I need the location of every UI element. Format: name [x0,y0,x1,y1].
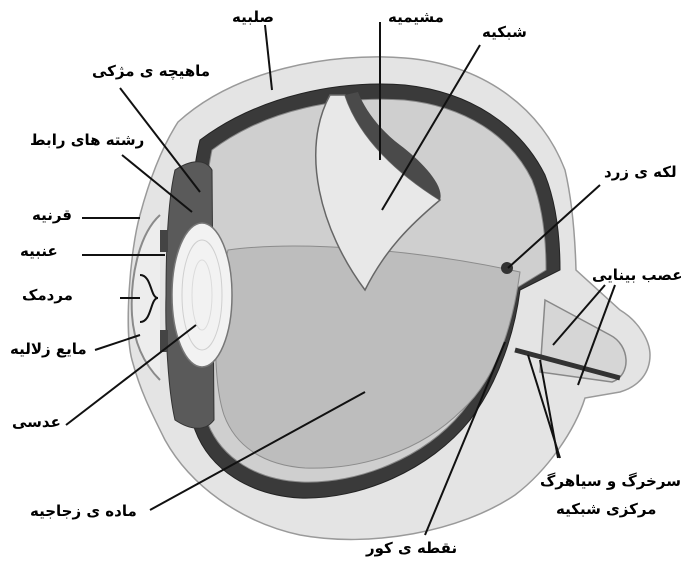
label-optic-nerve: عصب بینایی [592,268,682,283]
label-central-vessels-1: سرخرگ و سیاهرگ [540,474,681,489]
label-iris: عنبیه [20,244,58,259]
label-choroid: مشیمیه [388,10,444,25]
label-vitreous-body: ماده ی زجاجیه [30,504,137,519]
label-aqueous-humor: مایع زلالیه [10,342,87,357]
label-blind-spot: نقطه ی کور [366,541,457,556]
lens-shape [172,223,232,367]
label-ciliary-muscle: ماهیچه ی مژکی [92,64,210,79]
label-pupil: مردمک [22,288,73,303]
label-central-vessels-2: مرکزی شبکیه [556,502,656,517]
label-retina: شبکیه [482,25,527,40]
iris-upper [160,230,168,252]
label-sclera: صلبیه [232,10,274,25]
label-lens: عدسی [12,415,61,430]
label-suspensory-ligaments: رشته های رابط [30,133,144,148]
label-macula: لکه ی زرد [604,165,677,180]
label-cornea: قرنیه [32,208,72,223]
